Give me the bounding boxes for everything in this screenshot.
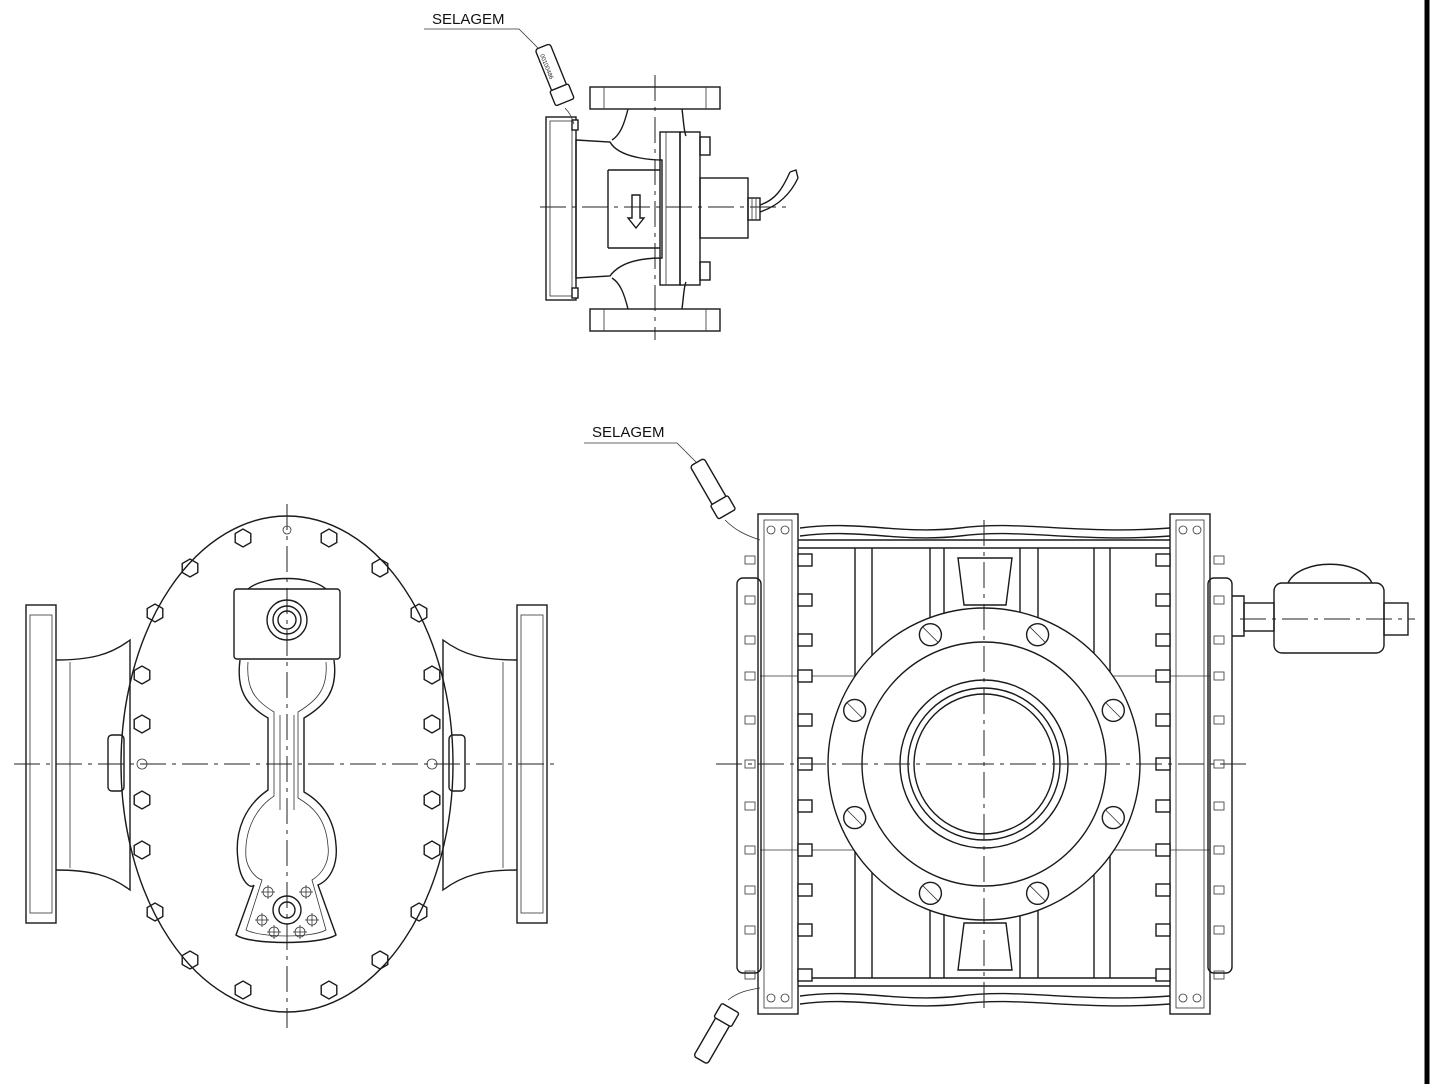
front-view — [14, 504, 560, 1028]
seal-label-right: SELAGEM — [592, 424, 665, 441]
end-view: SELAGEM — [584, 424, 1415, 1064]
top-side-view: 00100486 SELAGEM — [424, 11, 799, 340]
seal-label-top: SELAGEM — [432, 11, 505, 28]
bolt-heads — [133, 528, 441, 1000]
